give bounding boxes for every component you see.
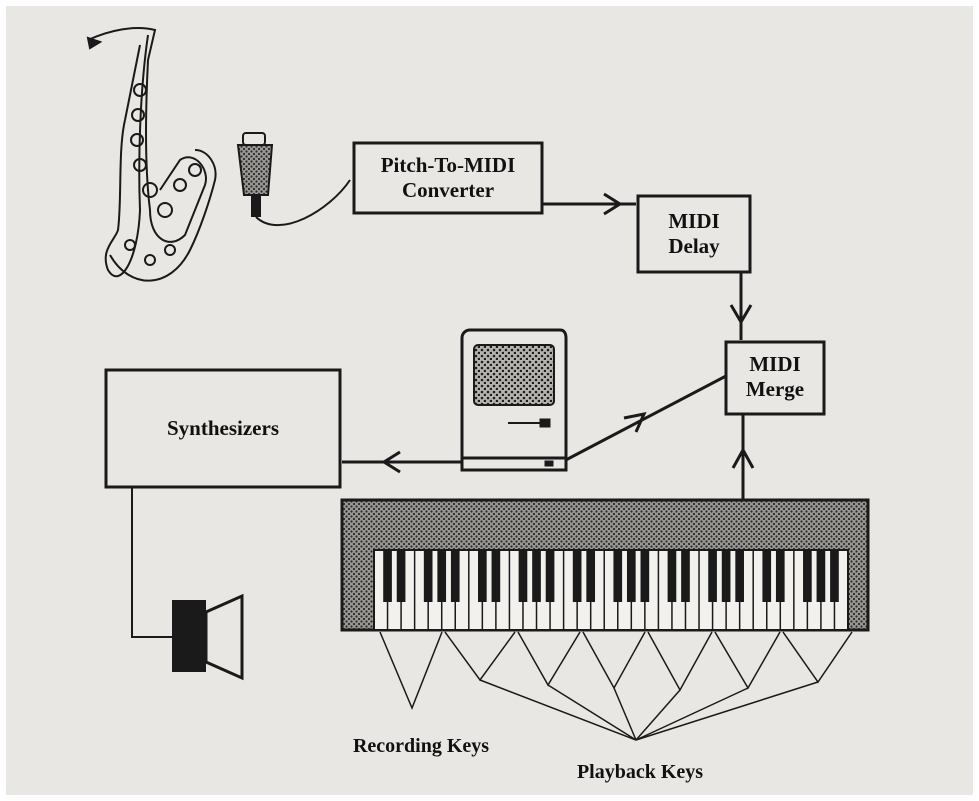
black-key (491, 550, 501, 602)
pitch-to-midi-box (352, 141, 544, 215)
black-key (572, 550, 582, 602)
pitch-to-midi-line1: Pitch-To-MIDI (380, 153, 516, 177)
midi-delay-label: MIDI Delay (638, 209, 750, 259)
black-key (532, 550, 541, 602)
black-key (721, 550, 731, 602)
black-key (518, 550, 528, 602)
speaker-wire (131, 487, 172, 638)
microphone-icon (236, 132, 274, 217)
black-key (803, 550, 812, 602)
arrow-keyboard-to-merge (731, 414, 755, 500)
arrow-converter-to-delay (542, 192, 636, 216)
black-key (681, 550, 690, 602)
black-key (762, 550, 772, 602)
recording-keys-label: Recording Keys (352, 735, 490, 757)
black-key (545, 550, 555, 602)
black-key (423, 550, 433, 602)
black-key (383, 550, 392, 602)
black-key (640, 550, 650, 602)
keyboard-icon (340, 498, 870, 632)
arrow-merge-to-computer (561, 374, 727, 464)
arrow-delay-to-merge (729, 272, 753, 340)
black-key (816, 550, 826, 602)
midi-delay-line1: MIDI (668, 209, 720, 233)
playback-keys-label: Playback Keys (576, 761, 704, 783)
midi-merge-line2: Merge (745, 377, 805, 401)
black-key (437, 550, 447, 602)
black-key (396, 550, 406, 602)
computer-icon (460, 328, 568, 472)
midi-merge-box (724, 340, 826, 416)
black-key (626, 550, 636, 602)
pitch-to-midi-line2: Converter (401, 178, 495, 202)
black-key (708, 550, 717, 602)
midi-merge-label: MIDI Merge (726, 352, 824, 402)
black-key (667, 550, 677, 602)
mic-cable (255, 179, 351, 227)
black-key (478, 550, 487, 602)
key-group-lines (379, 631, 853, 741)
midi-delay-line2: Delay (668, 234, 720, 258)
black-key (613, 550, 623, 602)
saxophone-icon (86, 27, 217, 282)
speaker-icon (172, 593, 244, 681)
black-key (775, 550, 785, 602)
arrow-computer-to-synth (342, 450, 462, 474)
black-key (735, 550, 744, 602)
midi-delay-box (636, 194, 752, 274)
black-key (586, 550, 596, 602)
midi-merge-line1: MIDI (749, 352, 801, 376)
black-key (450, 550, 460, 602)
pitch-to-midi-label: Pitch-To-MIDI Converter (354, 153, 542, 203)
synthesizers-box (104, 368, 342, 489)
black-key (830, 550, 839, 602)
synthesizers-label: Synthesizers (167, 416, 279, 440)
